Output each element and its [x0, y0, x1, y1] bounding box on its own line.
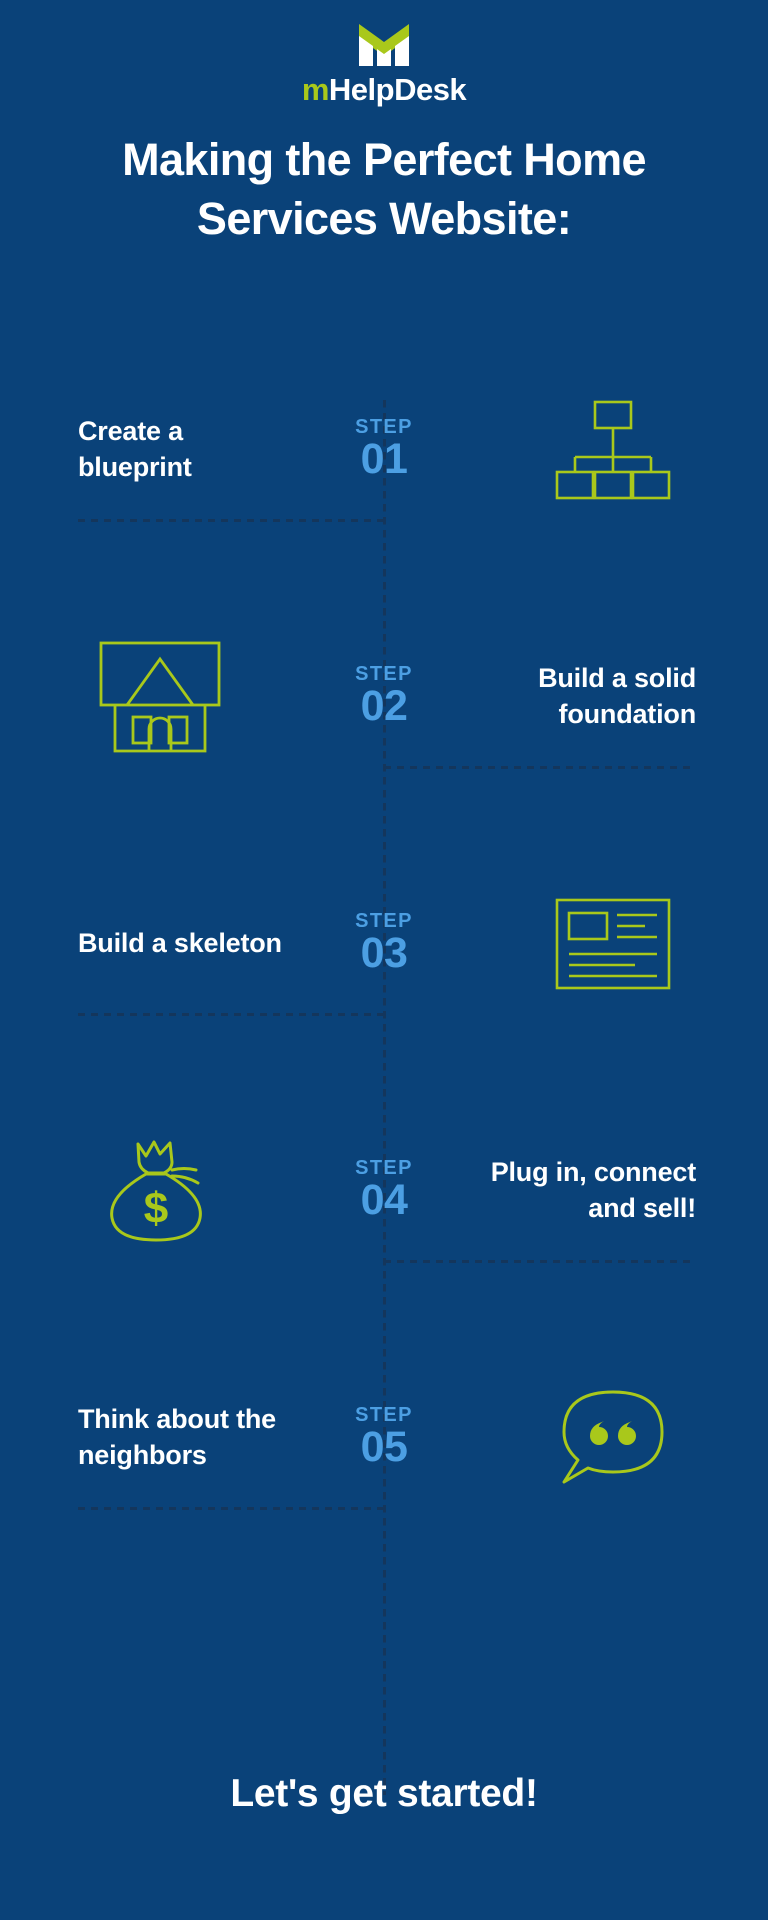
- footer-cta: Let's get started!: [230, 1772, 538, 1815]
- dotted-connector: [78, 1507, 390, 1510]
- step-label-cell: Think about the neighbors: [0, 1402, 300, 1474]
- step-number-block: STEP 03: [300, 911, 468, 976]
- step-item: $ STEP 04 Plug in, connect and sell!: [0, 1067, 768, 1314]
- brand-wordmark: mHelpDesk: [0, 74, 768, 105]
- step-icon-cell: [468, 898, 768, 990]
- money-bag-icon: $: [110, 1140, 202, 1241]
- wordmark-accent: m: [301, 72, 330, 107]
- step-label-cell: Create a blueprint: [0, 414, 300, 486]
- dotted-connector: [78, 1013, 390, 1016]
- step-icon-cell: $: [0, 1136, 300, 1246]
- step-word: STEP: [355, 416, 413, 439]
- step-item: STEP 02 Build a solid foundation: [0, 573, 768, 820]
- step-number: 01: [360, 435, 408, 484]
- step-word: STEP: [355, 1404, 413, 1427]
- step-number: 02: [360, 682, 408, 731]
- step-label-cell: Build a skeleton: [0, 926, 300, 962]
- step-number-block: STEP 02: [300, 664, 468, 729]
- step-number-block: STEP 01: [300, 417, 468, 482]
- step-word: STEP: [355, 910, 413, 933]
- dotted-connector: [78, 519, 390, 522]
- org-chart-icon: [555, 400, 671, 499]
- page-title: Making the Perfect Home Services Website…: [64, 131, 704, 248]
- mhelpdesk-m-logo-icon: [359, 24, 409, 66]
- step-number: 05: [360, 1423, 408, 1472]
- step-icon-cell: [468, 400, 768, 500]
- step-number-block: STEP 04: [300, 1158, 468, 1223]
- steps-list: Create a blueprint STEP 01: [0, 326, 768, 1561]
- step-label: Think about the neighbors: [78, 1403, 276, 1470]
- step-number: 04: [360, 1176, 408, 1225]
- wordmark-rest: HelpDesk: [328, 72, 467, 107]
- step-label: Build a solid foundation: [538, 662, 696, 729]
- dotted-connector: [384, 1260, 696, 1263]
- dollar-sign-glyph: $: [144, 1184, 168, 1233]
- step-number: 03: [360, 929, 408, 978]
- header: mHelpDesk Making the Perfect Home Servic…: [0, 0, 768, 248]
- step-number-block: STEP 05: [300, 1405, 468, 1470]
- step-item: Think about the neighbors STEP 05: [0, 1314, 768, 1561]
- step-icon-cell: [0, 641, 300, 753]
- step-item: Build a skeleton STEP 03: [0, 820, 768, 1067]
- quote-marks-glyph: [590, 1420, 636, 1445]
- step-item: Create a blueprint STEP 01: [0, 326, 768, 573]
- wireframe-layout-icon: [555, 898, 671, 989]
- step-label: Build a skeleton: [78, 927, 282, 958]
- step-label: Plug in, connect and sell!: [490, 1156, 697, 1223]
- dotted-connector: [384, 766, 696, 769]
- speech-bubble-quote-icon: [562, 1390, 664, 1483]
- step-label: Create a blueprint: [78, 415, 192, 482]
- timeline-spine: [383, 400, 386, 1795]
- title-line-2: Services Website:: [196, 192, 572, 244]
- step-word: STEP: [355, 1157, 413, 1180]
- title-line-1: Making the Perfect Home: [122, 134, 646, 185]
- step-label-cell: Build a solid foundation: [468, 661, 768, 733]
- step-label-cell: Plug in, connect and sell!: [468, 1155, 768, 1227]
- step-icon-cell: [468, 1388, 768, 1488]
- house-icon: [99, 641, 221, 752]
- step-word: STEP: [355, 663, 413, 686]
